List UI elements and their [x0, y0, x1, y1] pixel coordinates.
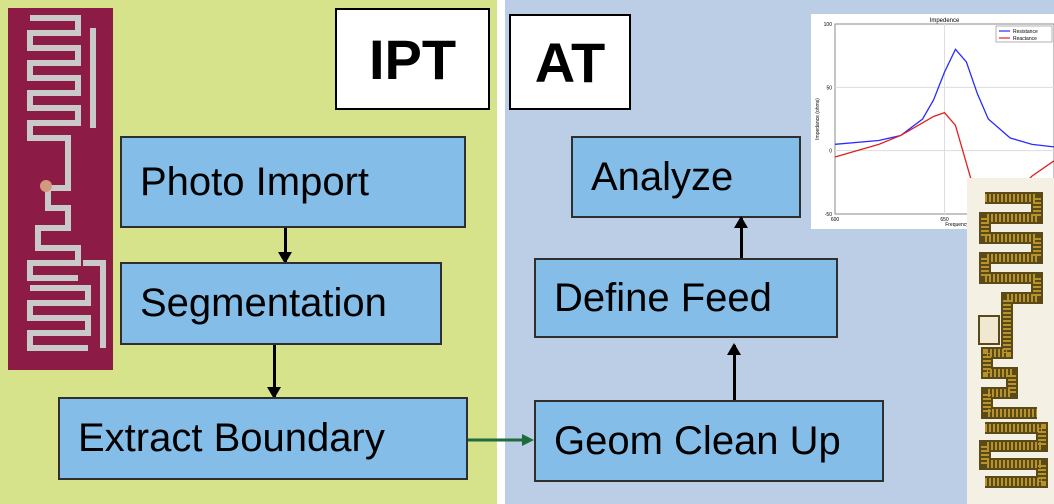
ipt-title: IPT — [335, 8, 490, 110]
define-feed-step: Define Feed — [534, 258, 838, 338]
meshed-antenna-geometry — [967, 178, 1054, 504]
at-title: AT — [509, 14, 631, 110]
x-tick-label: 600 — [831, 217, 840, 223]
x-tick-label: 650 — [940, 217, 949, 223]
segmentation-step: Segmentation — [120, 262, 442, 345]
legend-label: Reactance — [1013, 36, 1037, 42]
connector-arrow — [468, 434, 534, 446]
arrow-photo-to-segmentation — [278, 228, 292, 264]
x-axis-label: Frequency (MHz) — [945, 222, 984, 228]
chart-title: Impedence — [930, 18, 960, 24]
arrow-segmentation-to-extract — [267, 345, 281, 399]
arrow-define-to-analyze — [734, 216, 748, 258]
y-axis-label: Impedance (ohms) — [815, 98, 821, 140]
geom-clean-up-step: Geom Clean Up — [534, 400, 884, 482]
arrow-clean-to-define — [727, 343, 741, 400]
y-tick-label: -50 — [825, 212, 832, 218]
analyze-step: Analyze — [571, 136, 801, 218]
y-tick-label: 50 — [826, 85, 832, 91]
legend-label: Resistance — [1013, 29, 1038, 35]
photo-import-step: Photo Import — [120, 136, 466, 228]
y-tick-label: 100 — [824, 22, 833, 28]
rfid-tag-photo — [8, 8, 113, 370]
extract-boundary-step: Extract Boundary — [58, 397, 468, 480]
y-tick-label: 0 — [829, 149, 832, 155]
ipt-panel: IPT Photo Import Segmentation Extract Bo… — [0, 0, 497, 504]
